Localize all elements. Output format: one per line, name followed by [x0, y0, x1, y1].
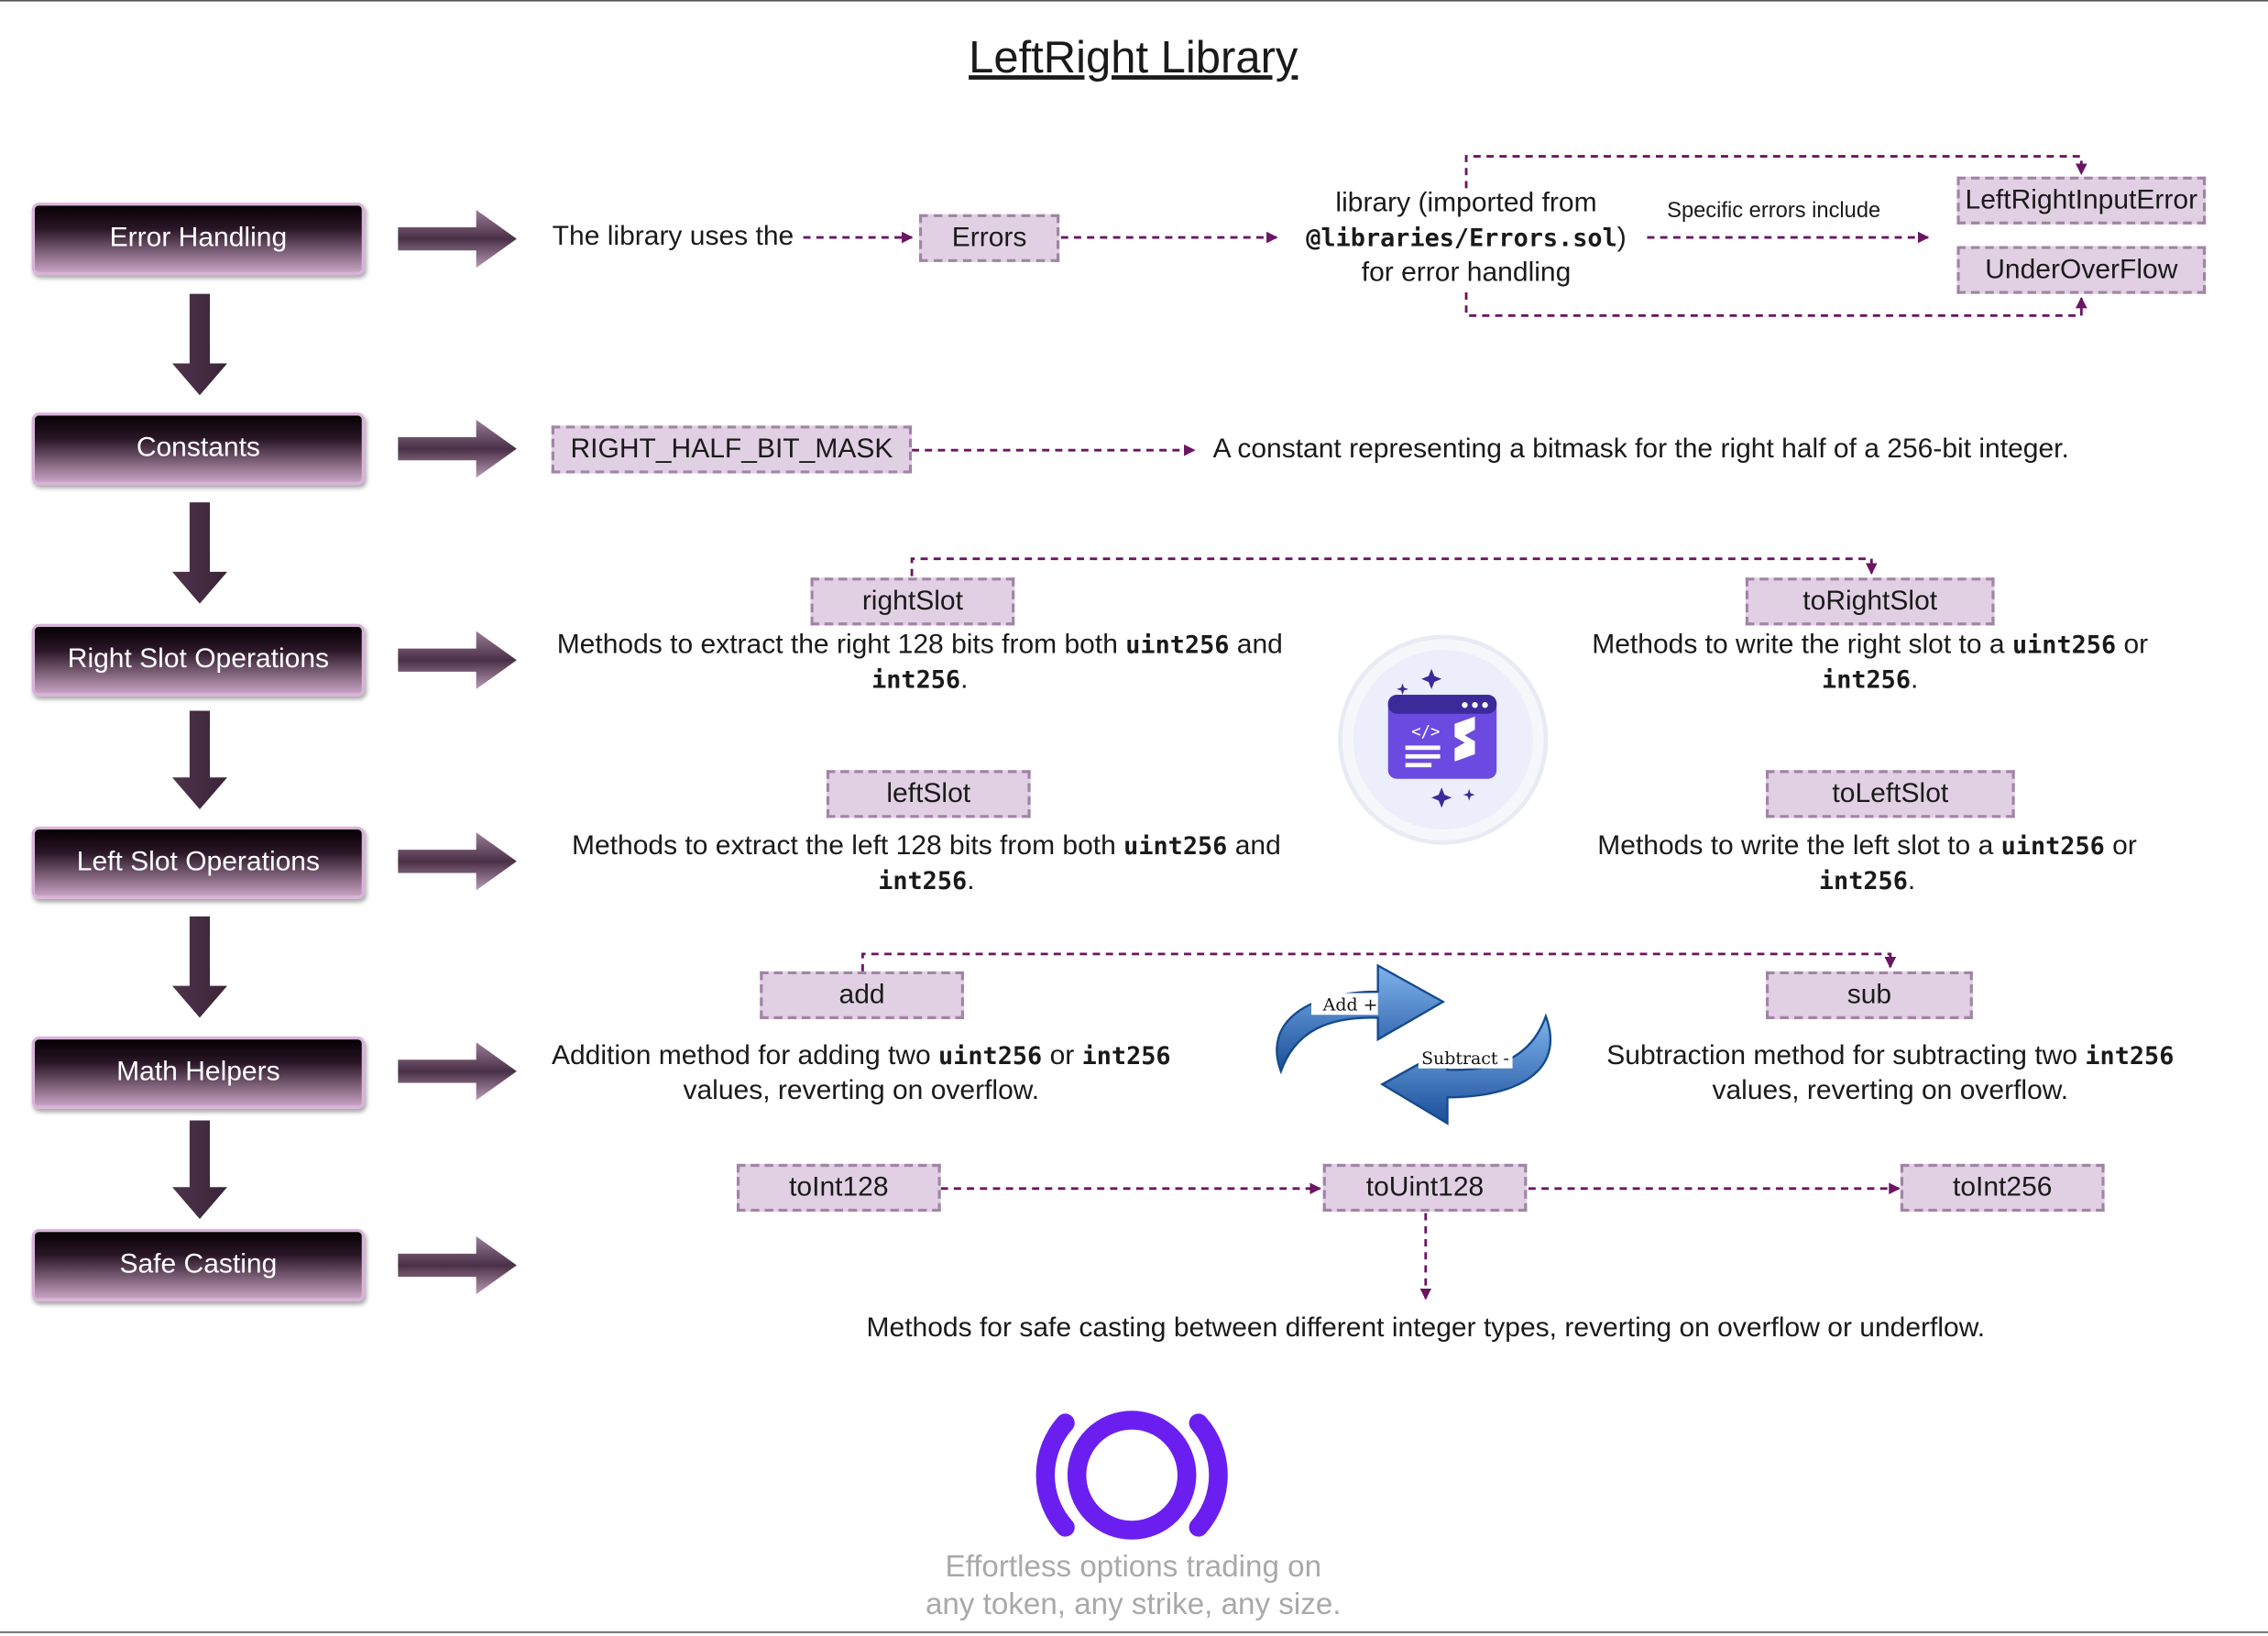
desc-code: int256 [1818, 867, 1908, 896]
stage-safe-casting: Safe Casting [31, 1228, 366, 1301]
desc-text: Addition method for adding two [551, 1040, 939, 1071]
dashed-connectors [803, 155, 2087, 1301]
right-slot-read-description: Methods to extract the right 128 bits fr… [540, 629, 1299, 698]
right-slot-write-description: Methods to write the right slot to a uin… [1566, 629, 2174, 698]
specific-errors-label: Specific errors include [1667, 198, 1881, 224]
desc-code: int256 [871, 665, 961, 696]
stage-error-handling: Error Handling [31, 203, 366, 276]
desc-text: and [1229, 630, 1283, 661]
desc-text: . [1907, 865, 1916, 896]
library-close: ) [1616, 223, 1627, 254]
constant-description: A constant representing a bitmask for th… [1212, 434, 2069, 466]
errors-tag: Errors [918, 214, 1060, 262]
desc-text: Subtraction method for subtracting two [1606, 1040, 2086, 1071]
tagline-line-2: any token, any strike, any size. [925, 1587, 1342, 1622]
library-path: @libraries/Errors.sol [1306, 224, 1617, 254]
error-intro-text: The library uses the [552, 221, 794, 252]
brand-logo-icon [1035, 1411, 1228, 1540]
add-tag: add [760, 971, 964, 1019]
down-arrow-icon [171, 293, 227, 1219]
tagline-line-1: Effortless options trading on [945, 1550, 1322, 1584]
to-uint128-tag: toUint128 [1322, 1163, 1528, 1213]
desc-text: or [2116, 630, 2149, 661]
desc-code: int256 [878, 867, 968, 896]
desc-code: uint256 [2000, 832, 2105, 862]
desc-text: values, reverting on overflow. [683, 1075, 1040, 1106]
desc-text: . [967, 865, 975, 896]
sub-description: Subtraction method for subtracting two i… [1585, 1039, 2197, 1109]
desc-text: Methods to extract the left 128 bits fro… [571, 830, 1124, 862]
stage-right-slot-operations: Right Slot Operations [31, 623, 366, 697]
left-slot-tag: leftSlot [826, 770, 1031, 818]
desc-text: or [1042, 1040, 1082, 1071]
desc-code: int256 [1081, 1042, 1171, 1071]
right-arrow-icon [398, 210, 517, 1295]
library-line-1: library (imported from [1335, 188, 1597, 219]
stage-math-helpers: Math Helpers [31, 1036, 366, 1109]
add-label: Add + [1322, 994, 1378, 1015]
desc-text: . [960, 664, 969, 696]
page-title: LeftRight Library [969, 31, 1298, 83]
desc-code: uint256 [938, 1042, 1043, 1071]
code-window-icon: </> [1338, 634, 1549, 845]
add-description: Addition method for adding two uint256 o… [529, 1039, 1195, 1109]
stage-left-slot-operations: Left Slot Operations [31, 826, 366, 899]
sub-tag: sub [1765, 971, 1973, 1019]
desc-code: int256 [2085, 1042, 2175, 1071]
desc-text: Methods to write the right slot to a [1592, 630, 2012, 661]
desc-code: uint256 [1123, 832, 1228, 862]
left-slot-write-description: Methods to write the left slot to a uint… [1578, 829, 2157, 899]
left-slot-read-description: Methods to extract the left 128 bits fro… [550, 829, 1302, 899]
stage-constants: Constants [31, 412, 366, 486]
under-over-flow-tag: UnderOverFlow [1956, 246, 2207, 294]
desc-text: or [2104, 830, 2137, 862]
desc-code: uint256 [2011, 631, 2117, 661]
casting-description: Methods for safe casting between differe… [866, 1312, 1986, 1344]
desc-text: values, reverting on overflow. [1712, 1075, 2069, 1106]
to-int128-tag: toInt128 [736, 1163, 941, 1213]
desc-code: int256 [1822, 665, 1912, 696]
to-int256-tag: toInt256 [1900, 1163, 2105, 1213]
svg-text:</>: </> [1411, 723, 1440, 741]
to-right-slot-tag: toRightSlot [1745, 577, 1995, 626]
to-left-slot-tag: toLeftSlot [1765, 770, 2015, 818]
left-right-input-error-tag: LeftRightInputError [1956, 176, 2207, 225]
library-line-3: for error handling [1361, 258, 1572, 289]
right-half-bit-mask-tag: RIGHT_HALF_BIT_MASK [551, 425, 913, 474]
tagline: Effortless options trading on any token,… [869, 1549, 1398, 1624]
desc-text: and [1227, 830, 1281, 862]
desc-text: Methods to extract the right 128 bits fr… [556, 630, 1126, 661]
desc-code: uint256 [1125, 631, 1230, 661]
desc-text: Methods to write the left slot to a [1597, 830, 2001, 862]
library-line-2: @libraries/Errors.sol) [1286, 222, 1648, 257]
add-subtract-arrows-icon: Add + Subtract - [1276, 963, 1552, 1125]
subtract-label: Subtract - [1421, 1049, 1509, 1069]
desc-text: . [1911, 664, 1919, 696]
right-slot-tag: rightSlot [810, 577, 1015, 626]
library-description: library (imported from @libraries/Errors… [1286, 187, 1648, 291]
